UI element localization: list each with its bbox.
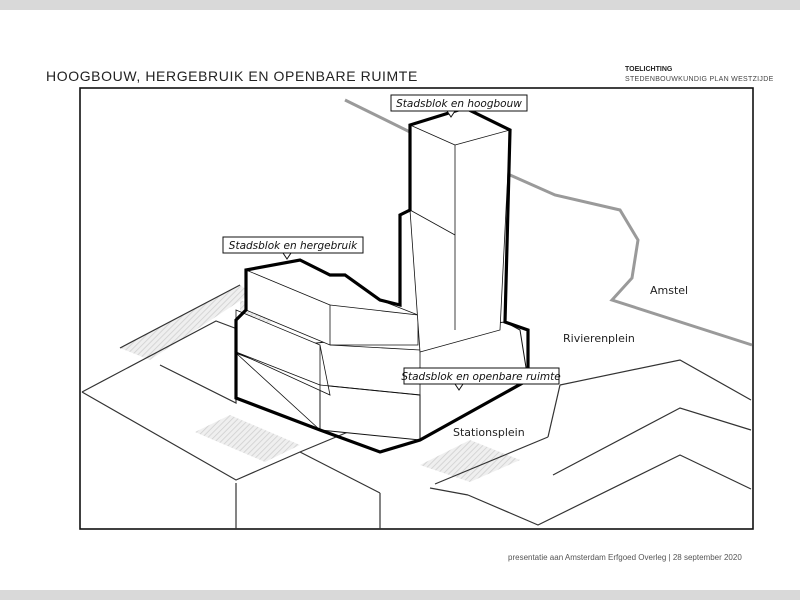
diagram-frame <box>79 87 754 530</box>
callout-highrise-label: Stadsblok en hoogbouw <box>396 98 522 110</box>
note-heading: TOELICHTING <box>625 66 673 73</box>
page-title: HOOGBOUW, HERGEBRUIK EN OPENBARE RUIMTE <box>46 68 418 84</box>
callout-reuse: Stadsblok en hergebruik <box>222 236 364 260</box>
building-group <box>234 106 530 454</box>
label-stationsplein: Stationsplein <box>453 426 525 439</box>
label-rivierenplein: Rivierenplein <box>563 332 635 345</box>
amstel-river-line <box>344 98 753 347</box>
note-subtitle: STEDENBOUWKUNDIG PLAN WESTZIJDE <box>625 76 774 83</box>
callout-highrise: Stadsblok en hoogbouw <box>390 94 528 118</box>
callout-reuse-label: Stadsblok en hergebruik <box>229 240 358 252</box>
footer-caption: presentatie aan Amsterdam Erfgoed Overle… <box>508 553 742 562</box>
tower <box>409 107 511 353</box>
building-outline <box>234 106 530 454</box>
label-amstel: Amstel <box>650 284 688 297</box>
callout-public-space: Stadsblok en openbare ruimte <box>401 367 561 391</box>
callout-public-space-label: Stadsblok en openbare ruimte <box>401 371 560 383</box>
